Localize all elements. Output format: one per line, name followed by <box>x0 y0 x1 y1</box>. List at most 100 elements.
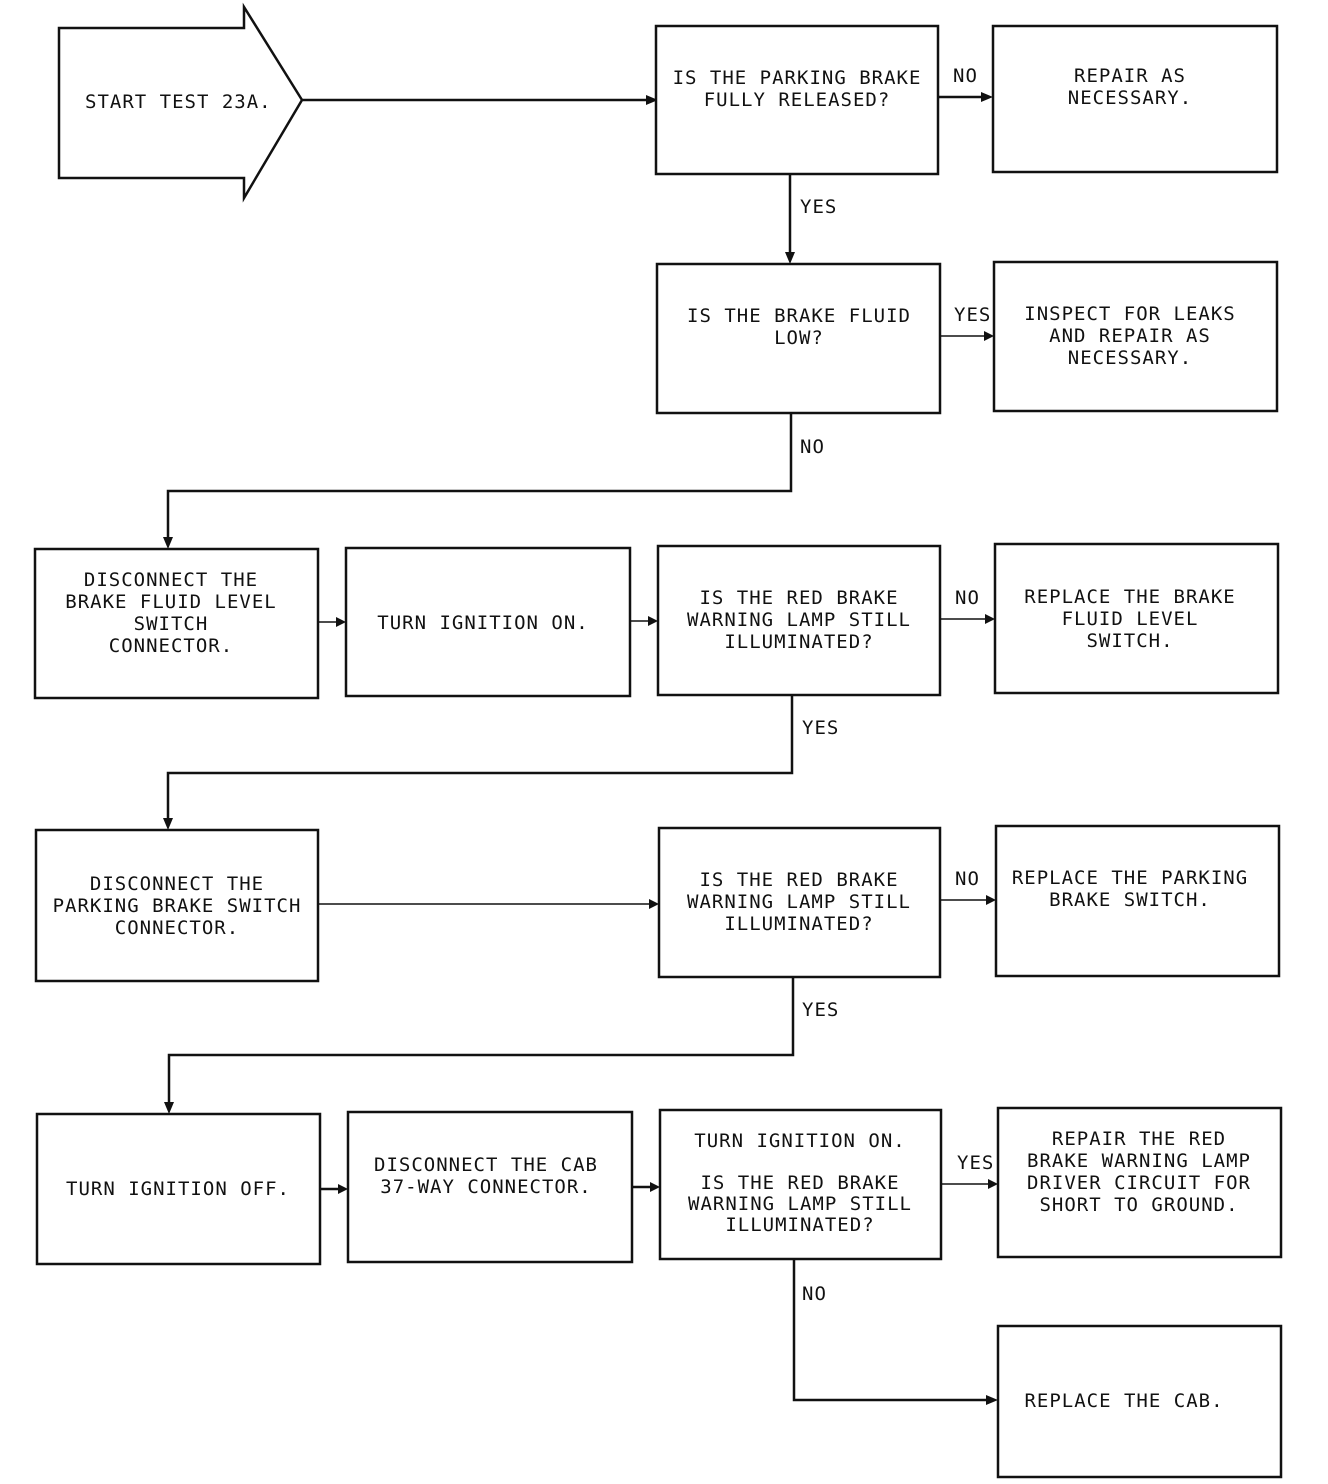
a5-line-0: REPAIR THE RED <box>1052 1128 1226 1150</box>
label-yes-q3: YES <box>802 717 839 739</box>
box-s2-text: TURN IGNITION ON. <box>377 612 588 634</box>
a3-line-2: SWITCH. <box>1086 630 1173 652</box>
label-no-q3: NO <box>955 587 980 609</box>
a5-line-3: SHORT TO GROUND. <box>1039 1194 1238 1216</box>
label-yes-q2: YES <box>954 304 991 326</box>
q1-line-0: IS THE PARKING BRAKE <box>673 67 922 89</box>
connector-q4-s4 <box>167 977 795 1106</box>
a5-line-2: DRIVER CIRCUIT FOR <box>1027 1172 1251 1194</box>
arrowhead-s4-s5 <box>338 1184 348 1194</box>
connector-q5-a6 <box>792 1259 990 1402</box>
arrowhead-q2-a2 <box>984 331 994 341</box>
box-s4-text: TURN IGNITION OFF. <box>66 1178 290 1200</box>
box-q4 <box>657 826 942 979</box>
label-no-q4: NO <box>955 868 980 890</box>
box-s2 <box>344 546 632 698</box>
label-yes-q1: YES <box>800 196 837 218</box>
box-a4 <box>994 824 1281 978</box>
box-a3 <box>993 542 1280 695</box>
q2-line-1: LOW? <box>774 327 824 349</box>
a3-line-1: FLUID LEVEL <box>1062 608 1199 630</box>
q1-line-1: FULLY RELEASED? <box>704 89 891 111</box>
box-q1 <box>654 24 940 176</box>
box-a5 <box>996 1106 1283 1259</box>
q2-line-0: IS THE BRAKE FLUID <box>687 305 911 327</box>
connector-q3-s3 <box>166 695 794 822</box>
a2-line-0: INSPECT FOR LEAKS <box>1024 303 1235 325</box>
a6-line-0: REPLACE THE CAB. <box>1024 1390 1223 1412</box>
label-yes-q5: YES <box>957 1152 994 1174</box>
box-a2 <box>992 260 1279 413</box>
a2-line-1: AND REPAIR AS <box>1049 325 1211 347</box>
s2-line-0: TURN IGNITION ON. <box>377 612 588 634</box>
a5-line-1: BRAKE WARNING LAMP <box>1027 1150 1251 1172</box>
arrowhead-q1-q2 <box>785 252 795 264</box>
label-no-q2: NO <box>800 436 825 458</box>
box-q5-text: TURN IGNITION ON. IS THE RED BRAKEWARNING… <box>688 1130 912 1236</box>
s5-line-0: DISCONNECT THE CAB <box>374 1154 598 1176</box>
s1-line-2: SWITCH <box>134 613 209 635</box>
q3-line-2: ILLUMINATED? <box>724 631 873 653</box>
box-s4 <box>35 1112 322 1266</box>
a4-line-0: REPLACE THE PARKING <box>1012 867 1248 889</box>
s1-line-1: BRAKE FLUID LEVEL <box>65 591 276 613</box>
s3-line-2: CONNECTOR. <box>115 917 239 939</box>
arrowhead-q4-s4 <box>164 1102 174 1114</box>
box-q3 <box>656 544 942 697</box>
arrowhead-q3-s3 <box>163 818 173 830</box>
label-no-q5: NO <box>802 1283 827 1305</box>
start-arrow-shape <box>57 2 304 203</box>
s3-line-1: PARKING BRAKE SWITCH <box>53 895 302 917</box>
box-s5 <box>346 1110 634 1264</box>
arrowhead-s1-s2 <box>336 617 346 627</box>
q4-line-1: WARNING LAMP STILL <box>687 891 911 913</box>
box-a6-text: REPLACE THE CAB. <box>1024 1390 1223 1412</box>
start-label: START TEST 23A. <box>85 91 272 113</box>
label-yes-q4: YES <box>802 999 839 1021</box>
arrowhead-q1-a1 <box>981 92 993 102</box>
a3-line-0: REPLACE THE BRAKE <box>1024 586 1235 608</box>
box-a1 <box>991 24 1279 174</box>
label-no-q1: NO <box>953 65 978 87</box>
s3-line-0: DISCONNECT THE <box>90 873 264 895</box>
s1-line-0: DISCONNECT THE <box>84 569 258 591</box>
box-a6 <box>996 1324 1283 1479</box>
q4-line-2: ILLUMINATED? <box>724 913 873 935</box>
q5-line-4: ILLUMINATED? <box>725 1214 874 1236</box>
s1-line-3: CONNECTOR. <box>109 635 233 657</box>
box-s3 <box>34 828 320 983</box>
arrowhead-start-q1 <box>646 95 658 105</box>
arrowhead-q3-a3 <box>985 614 995 624</box>
arrowhead-s3-q4 <box>649 899 659 909</box>
a4-line-1: BRAKE SWITCH. <box>1049 889 1211 911</box>
q3-line-0: IS THE RED BRAKE <box>699 587 898 609</box>
s4-line-0: TURN IGNITION OFF. <box>66 1178 290 1200</box>
arrowhead-q2-s1 <box>163 537 173 549</box>
box-s1 <box>33 547 320 700</box>
q3-line-1: WARNING LAMP STILL <box>687 609 911 631</box>
q5-line-0: TURN IGNITION ON. <box>694 1130 905 1152</box>
q4-line-0: IS THE RED BRAKE <box>699 869 898 891</box>
q5-line-3: WARNING LAMP STILL <box>688 1193 912 1215</box>
arrowhead-q5-a6 <box>986 1395 998 1405</box>
arrowhead-q4-a4 <box>986 895 996 905</box>
s5-line-1: 37-WAY CONNECTOR. <box>380 1176 591 1198</box>
q5-line-2: IS THE RED BRAKE <box>700 1172 899 1194</box>
arrowhead-s5-q5 <box>650 1182 660 1192</box>
connector-q2-s1 <box>166 413 793 541</box>
arrowhead-q5-a5 <box>988 1179 998 1189</box>
box-q5 <box>658 1108 943 1261</box>
box-q2 <box>655 262 942 415</box>
a1-line-0: REPAIR AS <box>1074 65 1186 87</box>
